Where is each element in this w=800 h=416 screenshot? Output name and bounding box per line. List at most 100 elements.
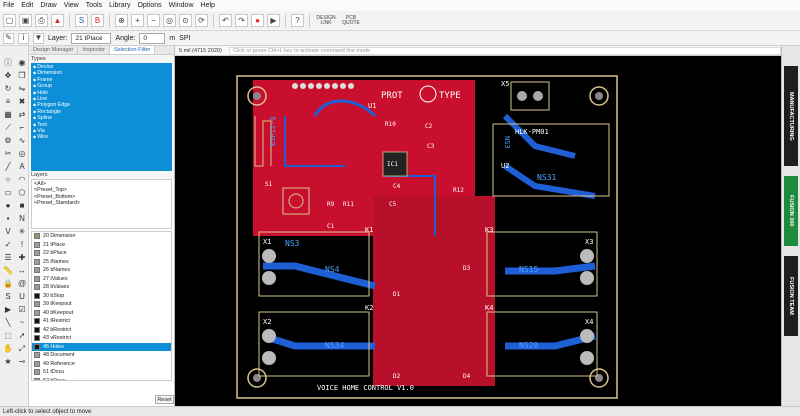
script-icon[interactable]: S — [5, 292, 11, 301]
zoom-out-icon[interactable]: − — [147, 14, 160, 27]
layer-row[interactable]: 48 Document — [32, 351, 171, 360]
board-canvas[interactable]: PROT TYPE ESP12-Q U1 HLK-PM01 U2 X5 X1 X… — [175, 56, 781, 406]
circle-icon[interactable]: ○ — [5, 175, 11, 184]
stop-icon[interactable]: ● — [251, 14, 264, 27]
type-item[interactable]: Dimension — [33, 70, 170, 76]
line-icon[interactable]: ╲ — [5, 318, 11, 327]
layer-preset-item[interactable]: <Preset_Standard> — [34, 200, 80, 207]
hole-icon[interactable]: ● — [5, 201, 11, 210]
pad-icon[interactable]: ■ — [19, 201, 25, 210]
save-icon[interactable]: ▣ — [19, 14, 32, 27]
menu-item-view[interactable]: View — [63, 2, 79, 9]
attribute-icon[interactable]: @ — [17, 279, 27, 288]
miter-icon[interactable]: ⌐ — [19, 123, 25, 132]
text-icon[interactable]: A — [19, 162, 25, 171]
tab-selection-filter[interactable]: Selection Filter — [109, 46, 156, 54]
board-icon[interactable]: B — [91, 14, 104, 27]
type-item[interactable]: Text — [33, 122, 170, 128]
pencil-icon[interactable]: ✎ — [3, 32, 14, 44]
group-icon[interactable]: ▦ — [4, 110, 12, 119]
menu-item-library[interactable]: Library — [109, 2, 131, 9]
wire-icon[interactable]: ╱ — [5, 162, 11, 171]
value-icon[interactable]: V — [5, 227, 11, 236]
filter-icon[interactable]: ▼ — [33, 32, 44, 44]
layer-row[interactable]: 21 tPlace — [32, 241, 171, 250]
drc-icon[interactable]: ✓ — [4, 240, 12, 249]
spin-label[interactable]: SPI — [179, 34, 191, 42]
type-item[interactable]: Device — [33, 64, 170, 70]
layer-row[interactable]: 39 tKeepout — [32, 300, 171, 309]
layer-select[interactable]: 21 tPlace — [71, 32, 112, 44]
menu-item-options[interactable]: Options — [137, 2, 162, 9]
types-list[interactable]: DeviceDimensionFrameGroupHoleLinePolygon… — [31, 63, 172, 171]
redraw-icon[interactable]: ⟳ — [195, 14, 208, 27]
right-tab-manufacturing[interactable]: MANUFACTURING — [784, 66, 798, 166]
layer-row[interactable]: 25 tNames — [32, 258, 171, 267]
layer-icon[interactable]: ☰ — [4, 253, 12, 262]
type-item[interactable]: Line — [33, 96, 170, 102]
delete-icon[interactable]: ✖ — [18, 97, 26, 106]
layer-row[interactable]: 45 Holes — [32, 342, 171, 351]
layer-presets-list[interactable]: <All><Preset_Top><Preset_Bottom><Preset_… — [31, 179, 172, 229]
change-icon[interactable]: ⇄ — [18, 110, 26, 119]
measure-icon[interactable]: 📏 — [3, 266, 13, 275]
layer-row[interactable]: 20 Dimension — [32, 232, 171, 241]
menu-item-draw[interactable]: Draw — [40, 2, 57, 9]
layer-row[interactable]: 28 bValues — [32, 283, 171, 292]
right-tab-fusion-360[interactable]: FUSION 360 — [784, 176, 798, 246]
zoom-fit-icon[interactable]: ⊕ — [115, 14, 128, 27]
rotate-icon[interactable]: ↻ — [4, 84, 12, 93]
eye-icon[interactable]: ◉ — [18, 58, 26, 67]
print-icon[interactable]: ⎙ — [35, 14, 48, 27]
spline-icon[interactable]: ~ — [19, 318, 25, 327]
schematic-icon[interactable]: S — [75, 14, 88, 27]
move-icon[interactable]: ✥ — [4, 71, 12, 80]
help-icon[interactable]: ? — [291, 14, 304, 27]
type-item[interactable]: Polygon Edge — [33, 102, 170, 108]
erc-icon[interactable]: ! — [20, 240, 24, 249]
angle-select[interactable]: 0 — [139, 32, 166, 44]
design-link-button[interactable]: DESIGN LINK — [316, 14, 336, 26]
layer-row[interactable]: 51 tDocu — [32, 368, 171, 377]
layer-row[interactable]: 43 vRestrict — [32, 334, 171, 343]
copy-icon[interactable]: ❐ — [18, 71, 26, 80]
arrow-icon[interactable]: ➚ — [18, 331, 26, 340]
layer-row[interactable]: 42 bRestrict — [32, 326, 171, 335]
hand-icon[interactable]: ✋ — [3, 344, 13, 353]
command-input[interactable]: Click or press Ctrl+L key to activate co… — [229, 46, 781, 55]
menu-item-edit[interactable]: Edit — [21, 2, 34, 9]
pin-icon[interactable]: ⊸ — [18, 357, 26, 366]
dimension-icon[interactable]: ↔ — [18, 266, 26, 275]
optimize-icon[interactable]: ⚙ — [4, 136, 12, 145]
reset-button[interactable]: Reset — [155, 395, 174, 404]
info-icon[interactable]: ⓘ — [4, 58, 12, 67]
type-item[interactable]: Wire — [33, 134, 170, 140]
undo-icon[interactable]: ↶ — [219, 14, 232, 27]
name-icon[interactable]: N — [19, 214, 25, 223]
tab-inspector[interactable]: Inspector — [78, 46, 110, 54]
scale-icon[interactable]: ⤢ — [18, 343, 26, 353]
arc-icon[interactable]: ◠ — [18, 175, 26, 184]
route-icon[interactable]: ∿ — [18, 136, 26, 145]
zoom-select-icon[interactable]: ◎ — [163, 14, 176, 27]
tab-design-manager[interactable]: Design Manager — [29, 46, 79, 54]
new-file-icon[interactable]: ▢ — [3, 14, 16, 27]
pcb-quote-button[interactable]: PCB QUOTE — [342, 14, 360, 26]
layer-row[interactable]: 27 tValues — [32, 275, 171, 284]
star-icon[interactable]: ★ — [4, 357, 12, 366]
type-item[interactable]: Rectangle — [33, 109, 170, 115]
mirror-icon[interactable]: ⇋ — [18, 84, 26, 93]
cam-icon[interactable]: ▲ — [51, 14, 64, 27]
right-tab-fusion-team[interactable]: FUSION TEAM — [784, 256, 798, 336]
layer-row[interactable]: 41 tRestrict — [32, 317, 171, 326]
layer-row[interactable]: 49 Reference — [32, 360, 171, 369]
rectangle-icon[interactable]: ▭ — [4, 188, 12, 197]
menu-item-window[interactable]: Window — [168, 2, 194, 9]
info-icon[interactable]: i — [18, 32, 29, 44]
layer-preset-item[interactable]: <Preset_Top> — [34, 187, 67, 194]
menu-item-file[interactable]: File — [3, 2, 15, 9]
polygon-icon[interactable]: ⬠ — [18, 188, 26, 197]
type-item[interactable]: Spline — [33, 115, 170, 121]
check-icon[interactable]: ☑ — [18, 305, 26, 314]
layer-preset-item[interactable]: <All> — [34, 181, 47, 187]
